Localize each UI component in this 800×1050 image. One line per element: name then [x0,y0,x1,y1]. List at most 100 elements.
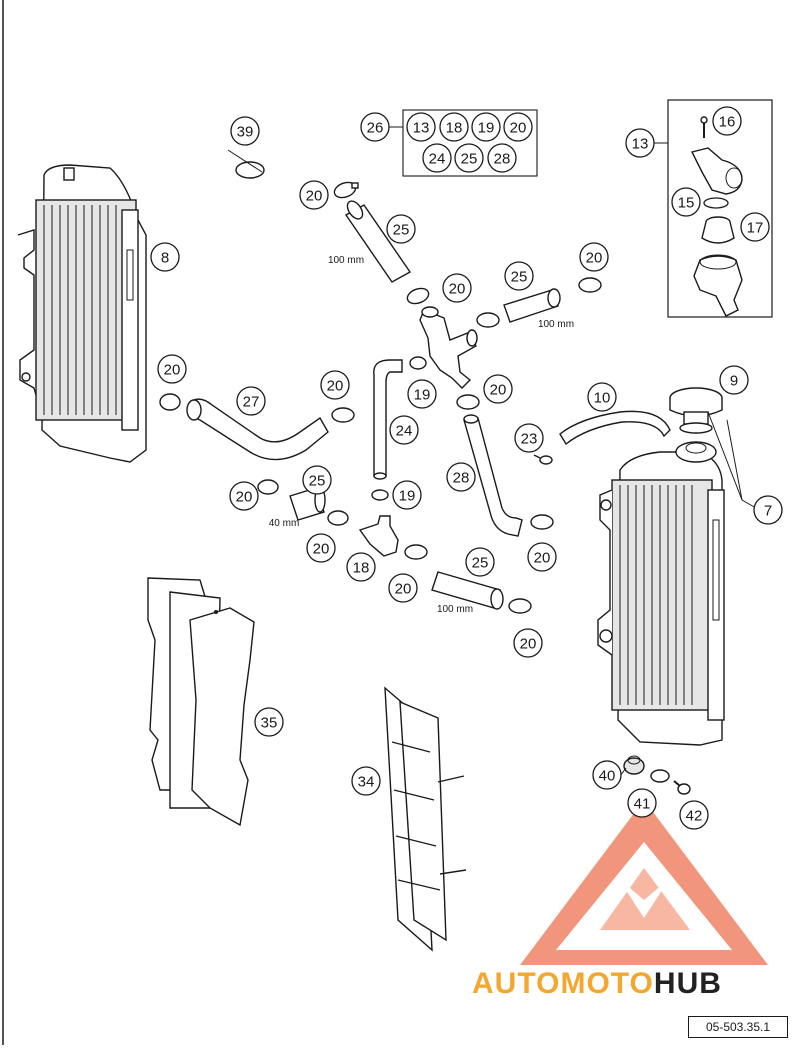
callout-41: 41 [627,788,657,818]
hose-28 [463,414,523,537]
callout-20: 20 [442,273,472,303]
callout-10: 10 [587,382,617,412]
leader-lines [619,411,757,777]
callout-25: 25 [465,547,495,577]
callout-20: 20 [157,354,187,384]
callout-26: 26 [360,112,390,142]
callout-circle [346,552,376,582]
clamp-20-h [530,514,554,530]
callout-number: 41 [634,796,651,813]
y-junction [419,306,478,389]
callout-circle [360,112,390,142]
callout-number: 25 [511,269,528,286]
callout-number: 20 [510,120,527,137]
callout-circle [627,788,657,818]
callout-circle [446,462,476,492]
bolt-42 [673,780,691,795]
callout-circle [671,187,701,217]
callout-35: 35 [254,707,284,737]
callout-number: 39 [237,124,254,141]
radiator-right [597,441,725,746]
callout-circle [465,547,495,577]
clamp-20-b [406,287,430,305]
callout-number: 20 [534,550,551,567]
callout-number: 24 [396,423,413,440]
callout-circle [406,112,436,142]
callout-20: 20 [320,370,350,400]
hose-25-right [503,288,561,323]
callout-number: 18 [353,560,370,577]
callout-circle [454,143,484,173]
clamp-20-d [476,312,500,328]
callout-circle [483,374,513,404]
callout-20: 20 [388,573,418,603]
callout-number: 40 [599,768,616,785]
callout-28: 28 [487,143,517,173]
callout-number: 27 [243,394,260,411]
callout-number: 34 [358,774,375,791]
callout-number: 25 [393,222,410,239]
callout-circle [487,143,517,173]
callout-circle [422,143,452,173]
callout-number: 16 [719,114,736,131]
callout-circle [150,242,180,272]
hose-27 [186,398,329,461]
callout-39: 39 [230,116,260,146]
callout-number: 17 [747,220,764,237]
callout-number: 19 [414,387,431,404]
grommet-40 [623,755,645,775]
watermark-logo [520,800,768,965]
callout-circle [503,112,533,142]
callout-number: 24 [429,151,446,168]
watermark-text-accent: AUTOMOTOHUB [472,967,722,1000]
callout-number: 8 [161,250,169,267]
hose-25-lower [431,571,504,610]
clamp-19-a [409,356,427,370]
callout-number: 13 [413,120,430,137]
callout-circle [302,465,332,495]
callout-circle [389,415,419,445]
callout-circle [407,379,437,409]
callout-number: 25 [309,473,326,490]
callout-number: 19 [399,488,416,505]
callout-25: 25 [302,465,332,495]
callout-circle [504,261,534,291]
clamp-20-l [508,598,532,614]
dimension-label: 100 mm [437,604,473,615]
callout-circle [719,365,749,395]
thermostat-group-box [652,99,773,318]
callout-number: 20 [327,378,344,395]
hose-24 [373,359,403,480]
callout-number: 42 [686,808,703,825]
dimension-label: 100 mm [328,255,364,266]
clamp-20-k [404,544,428,560]
callout-circle [514,423,544,453]
callout-18: 18 [439,112,469,142]
callout-number: 20 [395,581,412,598]
callout-20: 20 [527,542,557,572]
callout-20: 20 [579,242,609,272]
callout-20: 20 [483,374,513,404]
callout-number: 20 [586,250,603,267]
callout-circle [229,481,259,511]
callout-9: 9 [719,365,749,395]
callout-number: 26 [367,120,384,137]
callout-number: 9 [730,373,738,390]
callout-number: 35 [261,715,278,732]
callout-circle [236,386,266,416]
callout-18: 18 [346,552,376,582]
callout-circle [386,214,416,244]
callout-circle [299,180,329,210]
callout-19: 19 [392,480,422,510]
callout-number: 25 [461,151,478,168]
callout-number: 20 [236,489,253,506]
callout-circle [157,354,187,384]
callout-circle [513,628,543,658]
callout-number: 28 [453,470,470,487]
callout-circle [587,382,617,412]
callout-number: 19 [478,120,495,137]
t-piece-18 [358,515,399,557]
callout-circle [527,542,557,572]
